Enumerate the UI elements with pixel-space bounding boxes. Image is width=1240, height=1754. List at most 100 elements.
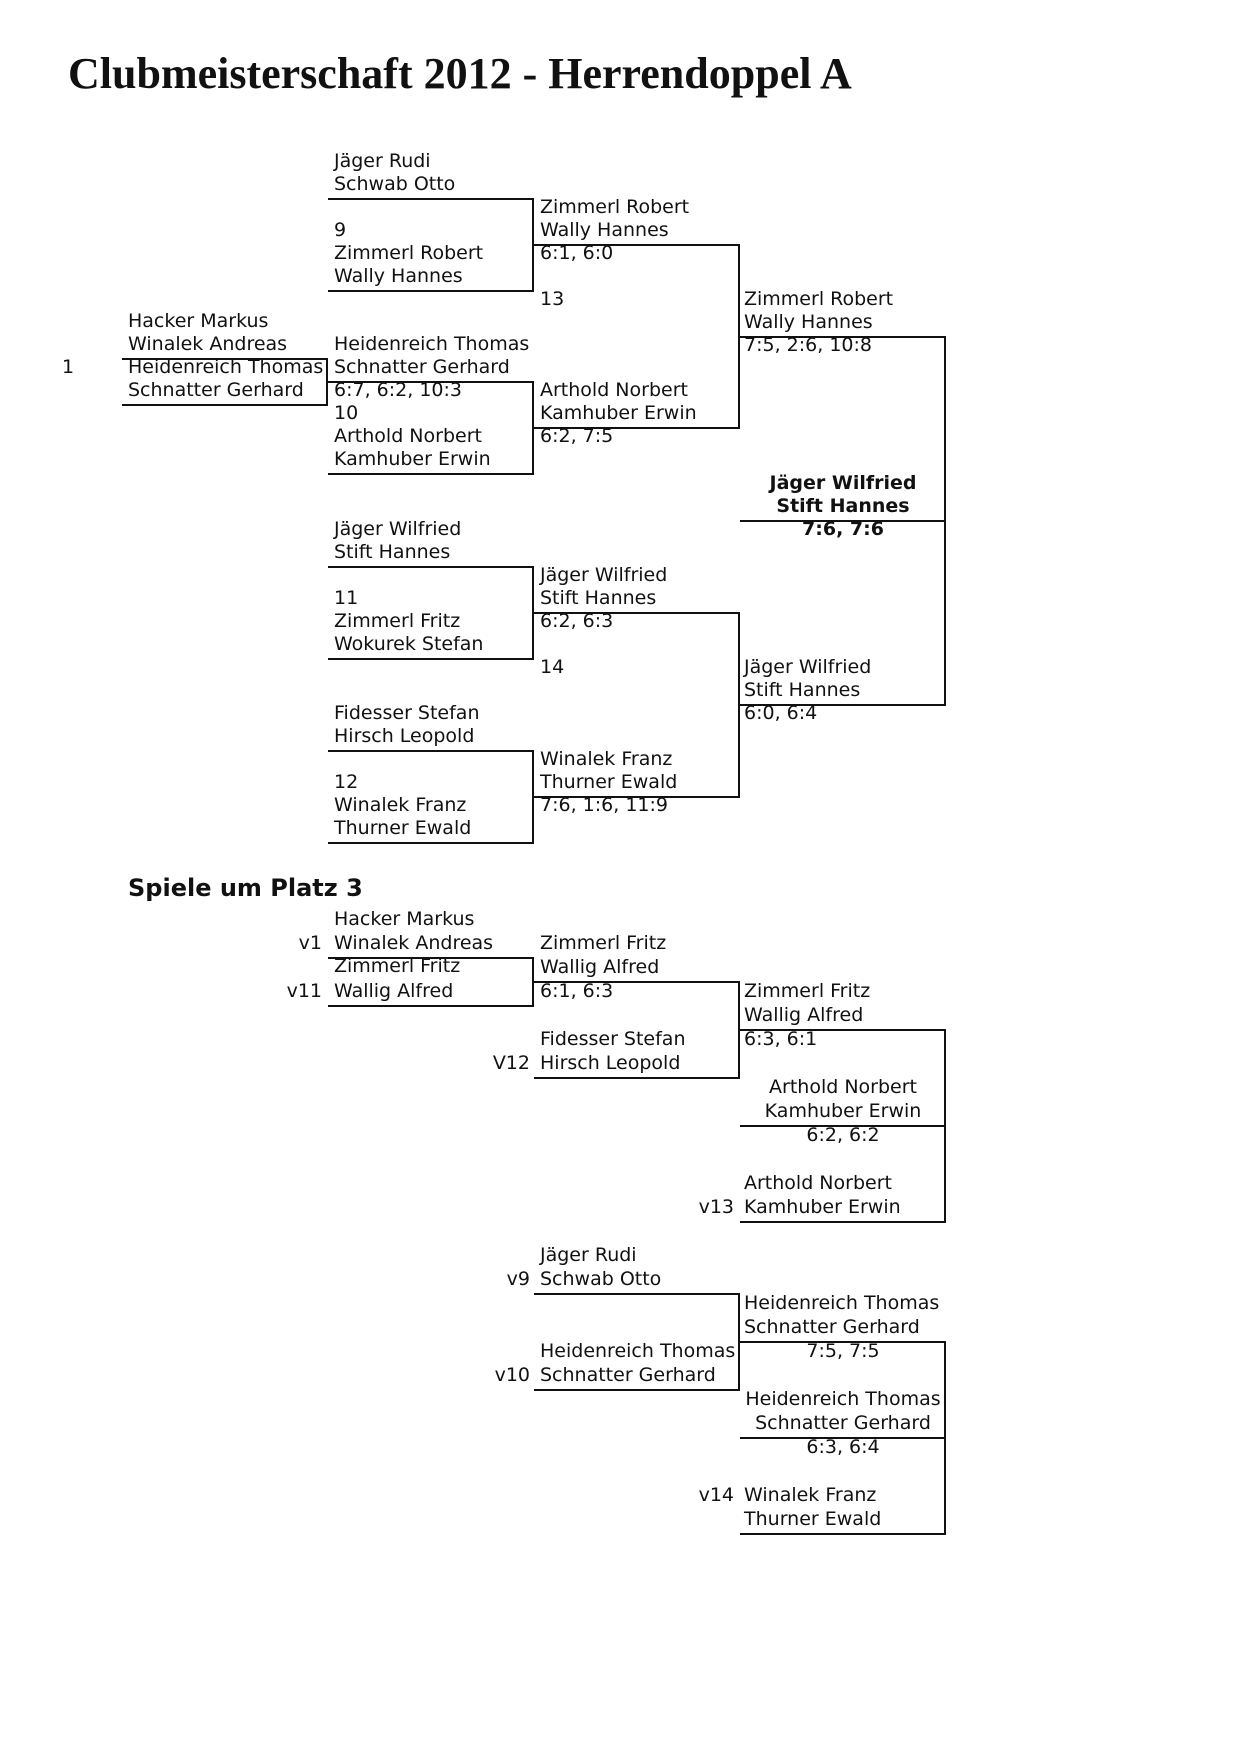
- bracket-line: [532, 198, 534, 292]
- team-name: Schnatter Gerhard: [755, 1412, 931, 1434]
- match-score: 6:0, 6:4: [744, 702, 818, 724]
- team-name: Hirsch Leopold: [540, 1052, 681, 1074]
- bracket-line: [534, 1077, 740, 1079]
- bracket-line: [740, 1341, 946, 1343]
- seed-number: 1: [62, 356, 75, 378]
- team-name: Kamhuber Erwin: [334, 448, 491, 470]
- seed-tag: v11: [286, 980, 322, 1002]
- team-name: Zimmerl Fritz: [334, 955, 461, 977]
- team-name: Jäger Wilfried: [540, 564, 668, 586]
- bracket-line: [328, 842, 534, 844]
- bracket-line: [534, 981, 740, 983]
- bracket-line: [738, 244, 740, 429]
- team-name: Arthold Norbert: [540, 379, 688, 401]
- team-name: Stift Hannes: [744, 679, 861, 701]
- team-name: Wallig Alfred: [744, 1004, 864, 1026]
- team-name: Winalek Franz: [334, 794, 467, 816]
- team-name: Fidesser Stefan: [540, 1028, 686, 1050]
- team-name: Schwab Otto: [540, 1268, 662, 1290]
- bracket-line: [534, 612, 740, 614]
- seed-tag: V12: [492, 1052, 530, 1074]
- champion-score: 7:6, 7:6: [802, 518, 884, 540]
- team-name: Fidesser Stefan: [334, 702, 480, 724]
- team-name: Zimmerl Robert: [744, 288, 894, 310]
- team-name: Thurner Ewald: [334, 817, 472, 839]
- bracket-line: [740, 704, 946, 706]
- match-score: 7:5, 7:5: [806, 1340, 880, 1362]
- team-name: Winalek Andreas: [334, 932, 494, 954]
- bracket-line: [738, 1293, 740, 1391]
- match-number: 10: [334, 402, 359, 424]
- match-score: 7:5, 2:6, 10:8: [744, 334, 872, 356]
- team-name: Heidenreich Thomas: [745, 1388, 941, 1410]
- bracket-line: [328, 473, 534, 475]
- team-name: Schnatter Gerhard: [334, 356, 510, 378]
- team-name: Heidenreich Thomas: [540, 1340, 736, 1362]
- team-name: Wokurek Stefan: [334, 633, 484, 655]
- bracket-line: [328, 658, 534, 660]
- match-score: 7:6, 1:6, 11:9: [540, 794, 668, 816]
- bracket-line: [740, 520, 946, 522]
- section-heading: Spiele um Platz 3: [128, 874, 363, 902]
- team-name: Arthold Norbert: [744, 1172, 892, 1194]
- seed-tag: v10: [494, 1364, 530, 1386]
- team-name: Zimmerl Fritz: [744, 980, 871, 1002]
- team-name: Zimmerl Robert: [334, 242, 484, 264]
- bracket-line: [740, 1533, 946, 1535]
- bracket-line: [740, 1221, 946, 1223]
- team-name: Wallig Alfred: [334, 980, 454, 1002]
- match-number: 12: [334, 771, 359, 793]
- team-name: Hacker Markus: [334, 908, 475, 930]
- team-name: Zimmerl Robert: [540, 196, 690, 218]
- champion-name: Jäger Wilfried: [769, 472, 917, 494]
- bracket-line: [532, 381, 534, 475]
- match-score: 6:3, 6:4: [806, 1436, 880, 1458]
- match-score: 6:2, 7:5: [540, 425, 614, 447]
- team-name: Winalek Franz: [744, 1484, 877, 1506]
- bracket-line: [740, 1029, 946, 1031]
- match-score: 6:2, 6:2: [806, 1124, 880, 1146]
- champion-name: Stift Hannes: [776, 495, 910, 517]
- team-name: Stift Hannes: [540, 587, 657, 609]
- team-name: Winalek Andreas: [128, 333, 288, 355]
- team-name: Stift Hannes: [334, 541, 451, 563]
- team-name: Kamhuber Erwin: [764, 1100, 922, 1122]
- team-name: Arthold Norbert: [769, 1076, 917, 1098]
- bracket-line: [738, 981, 740, 1079]
- bracket-line: [944, 1029, 946, 1223]
- team-name: Wally Hannes: [744, 311, 873, 333]
- team-name: Jäger Wilfried: [334, 518, 462, 540]
- match-score: 6:1, 6:3: [540, 980, 614, 1002]
- team-name: Wally Hannes: [334, 265, 463, 287]
- bracket-line: [740, 1437, 946, 1439]
- bracket-line: [534, 1389, 740, 1391]
- bracket-line: [328, 1005, 534, 1007]
- team-name: Kamhuber Erwin: [540, 402, 697, 424]
- bracket-line: [534, 1293, 740, 1295]
- match-score: 6:2, 6:3: [540, 610, 614, 632]
- bracket-line: [328, 290, 534, 292]
- team-name: Wally Hannes: [540, 219, 669, 241]
- team-name: Hacker Markus: [128, 310, 269, 332]
- bracket-line: [122, 404, 328, 406]
- team-name: Schnatter Gerhard: [744, 1316, 920, 1338]
- team-name: Schwab Otto: [334, 173, 456, 195]
- bracket-line: [740, 1125, 946, 1127]
- seed-tag: v9: [506, 1268, 530, 1290]
- page-title: Clubmeisterschaft 2012 - Herrendoppel A: [68, 49, 852, 98]
- match-number: 11: [334, 587, 359, 609]
- bracket-line: [328, 566, 534, 568]
- bracket-line: [326, 358, 328, 406]
- bracket-line: [740, 336, 946, 338]
- bracket-line: [534, 244, 740, 246]
- match-score: 6:3, 6:1: [744, 1028, 818, 1050]
- match-number: 14: [540, 656, 565, 678]
- team-name: Wallig Alfred: [540, 956, 660, 978]
- team-name: Winalek Franz: [540, 748, 673, 770]
- team-name: Jäger Rudi: [540, 1244, 637, 1266]
- bracket-line: [328, 957, 534, 959]
- bracket-line: [534, 796, 740, 798]
- match-number: 9: [334, 219, 347, 241]
- team-name: Heidenreich Thomas: [128, 356, 324, 378]
